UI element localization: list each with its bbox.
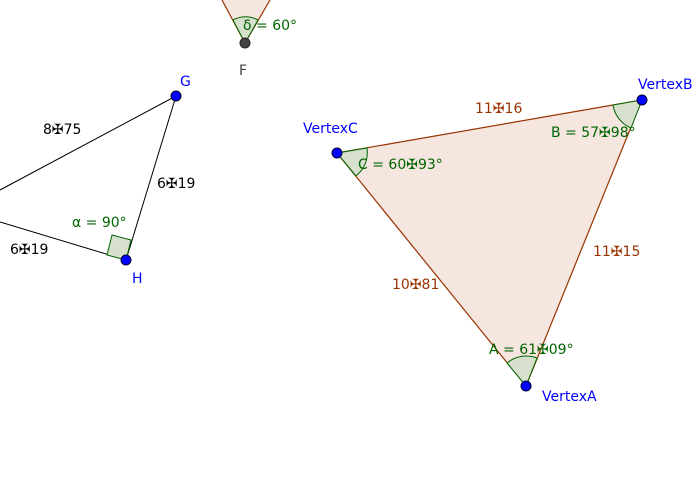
length-ca-label: 10✠81 — [392, 277, 439, 293]
triangle-f-partial: δ = 60° — [221, 0, 297, 45]
point-f[interactable] — [239, 37, 251, 49]
point-vertex-b[interactable] — [636, 94, 648, 106]
angle-alpha-label: α = 90° — [72, 215, 127, 231]
point-vertex-c[interactable] — [331, 147, 343, 159]
point-vertex-b-label: VertexB — [638, 77, 693, 93]
length-gh-label: 6✠19 — [157, 176, 195, 192]
triangle-left — [0, 95, 177, 261]
point-vertex-a[interactable] — [520, 380, 532, 392]
triangle-abc-fill[interactable] — [337, 100, 642, 386]
length-ba-label: 11✠15 — [593, 244, 640, 260]
point-f-label: F — [239, 63, 247, 79]
angle-delta-arc[interactable] — [232, 16, 259, 45]
point-g-label: G — [180, 74, 191, 90]
angle-a-label: A = 61✠09° — [489, 342, 574, 358]
point-vertex-a-label: VertexA — [542, 389, 597, 405]
length-left-bottom-label: 6✠19 — [10, 242, 48, 258]
triangle-abc — [336, 99, 643, 387]
point-vertex-c-label: VertexC — [303, 121, 358, 137]
angle-b-arc[interactable] — [612, 99, 643, 129]
segment-ba[interactable] — [525, 99, 643, 387]
point-g[interactable] — [170, 90, 182, 102]
angle-delta-label: δ = 60° — [243, 18, 297, 34]
segment-left-top[interactable] — [0, 95, 177, 191]
angle-b-label: B = 57✠98° — [551, 125, 636, 141]
angle-c-label: C = 60✠93° — [358, 157, 443, 173]
segment-ca[interactable] — [336, 152, 527, 387]
segment-cb[interactable] — [336, 99, 643, 154]
point-h-label: H — [132, 271, 143, 287]
length-cb-label: 11✠16 — [475, 101, 522, 117]
angle-a-arc[interactable] — [506, 355, 538, 387]
angle-alpha-right-marker[interactable] — [106, 234, 132, 261]
angle-c-arc[interactable] — [336, 147, 368, 177]
segment-left-bottom[interactable] — [0, 221, 127, 261]
point-h[interactable] — [120, 254, 132, 266]
segment-gh[interactable] — [125, 95, 177, 261]
length-left-top-label: 8✠75 — [43, 122, 81, 138]
